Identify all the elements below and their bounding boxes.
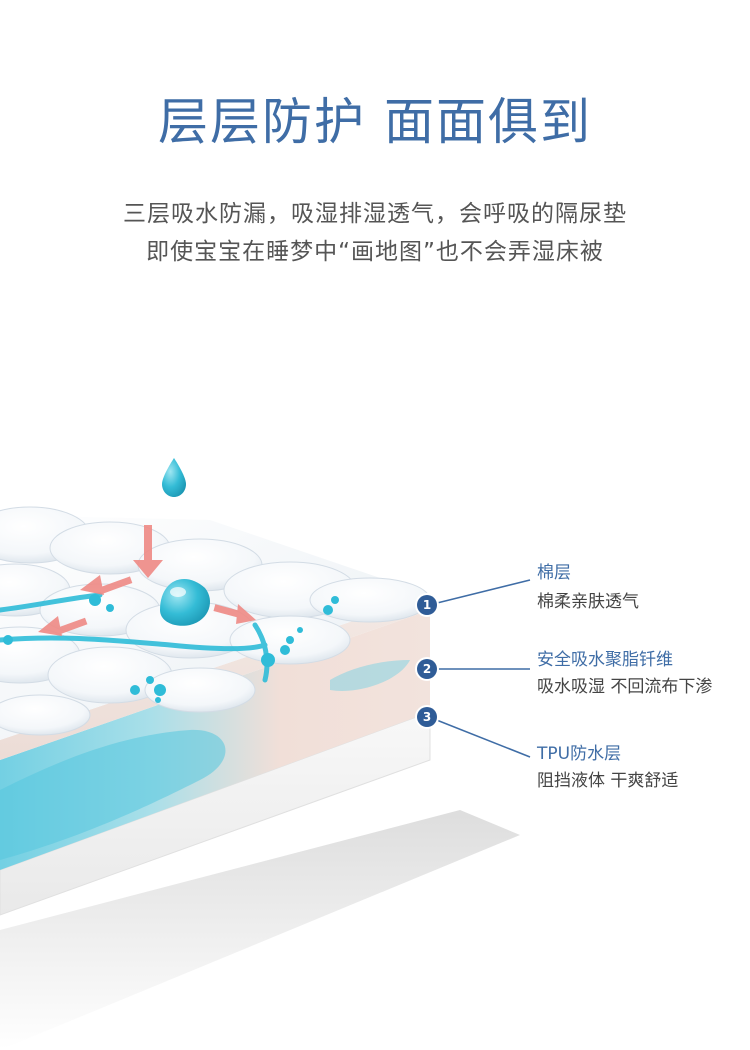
layer-1-description: 棉柔亲肤透气: [537, 592, 639, 612]
layer-1-number-badge: 1: [417, 595, 437, 615]
layer-3-description: 阻挡液体 干爽舒适: [537, 771, 679, 791]
headline: 层层防护 面面俱到: [158, 93, 592, 151]
subtitle-line-2: 即使宝宝在睡梦中“画地图”也不会弄湿床被: [146, 239, 604, 265]
layer-2-number-badge: 2: [417, 659, 437, 679]
mattress-pad-illustration: [0, 458, 531, 1050]
layer-2-description: 吸水吸湿 不回流布下渗: [537, 677, 713, 697]
layer-3-number-badge: 3: [417, 707, 437, 727]
layer-2-title: 安全吸水聚脂钎维: [537, 650, 673, 670]
subtitle-line-1: 三层吸水防漏，吸湿排湿透气，会呼吸的隔尿垫: [123, 201, 627, 227]
layer-1-title: 棉层: [537, 563, 571, 583]
layer-3-title: TPU防水层: [537, 744, 622, 764]
